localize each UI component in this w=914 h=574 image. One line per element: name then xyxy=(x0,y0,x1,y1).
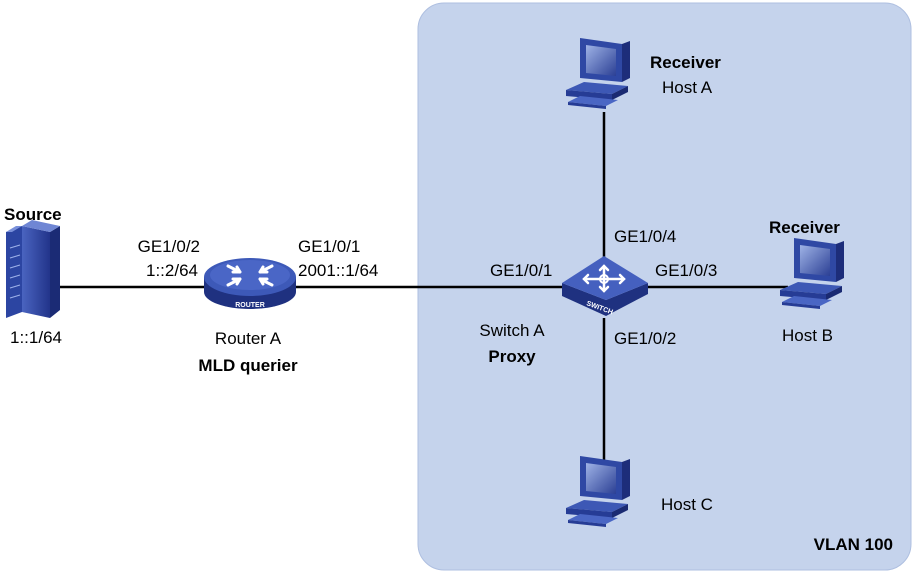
router-port-right: GE1/0/1 xyxy=(298,237,360,256)
host-b-role: Receiver xyxy=(769,218,840,237)
source-ip: 1::1/64 xyxy=(10,328,62,347)
host-a-name: Host A xyxy=(662,78,713,97)
host-c-name: Host C xyxy=(661,495,713,514)
svg-text:ROUTER: ROUTER xyxy=(235,302,265,309)
router-ip-left: 1::2/64 xyxy=(146,261,198,280)
switch-port-south: GE1/0/2 xyxy=(614,329,676,348)
host-b-name: Host B xyxy=(782,326,833,345)
switch-icon: SWITCH xyxy=(562,256,648,316)
switch-role: Proxy xyxy=(488,347,536,366)
switch-name: Switch A xyxy=(479,321,545,340)
router-role: MLD querier xyxy=(198,356,298,375)
router-name: Router A xyxy=(215,329,282,348)
host-a-role: Receiver xyxy=(650,53,721,72)
source-title: Source xyxy=(4,205,62,224)
switch-port-east: GE1/0/3 xyxy=(655,261,717,280)
router-icon: ROUTER xyxy=(204,258,296,309)
switch-port-north: GE1/0/4 xyxy=(614,227,676,246)
router-ip-right: 2001::1/64 xyxy=(298,261,378,280)
vlan-label: VLAN 100 xyxy=(814,535,893,554)
switch-port-west: GE1/0/1 xyxy=(490,261,552,280)
source-server-icon xyxy=(6,220,60,318)
router-port-left: GE1/0/2 xyxy=(138,237,200,256)
